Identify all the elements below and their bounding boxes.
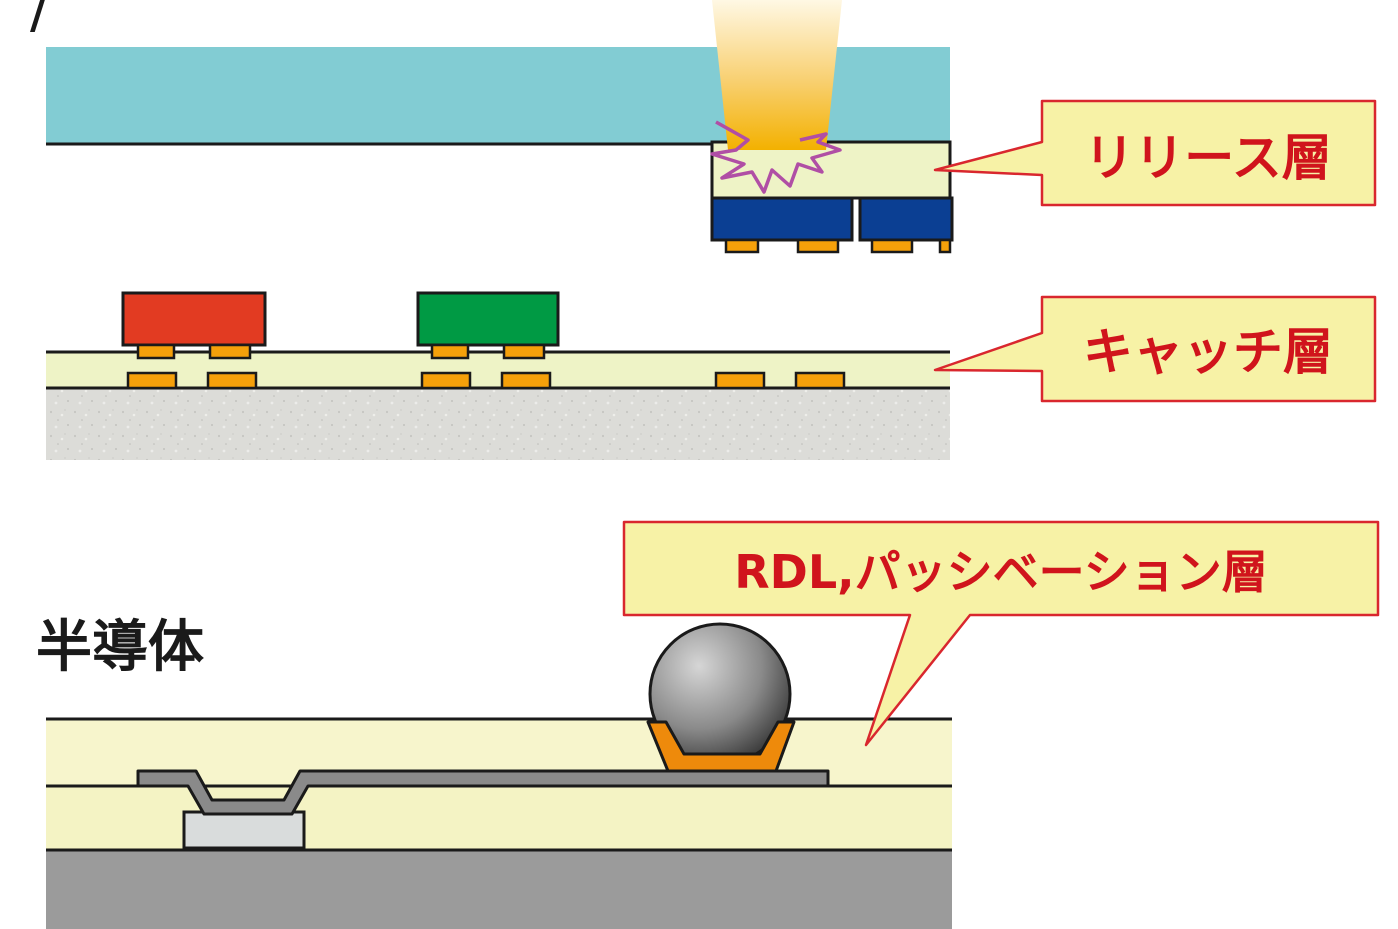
callout-box bbox=[933, 99, 1377, 207]
bump-pad bbox=[136, 343, 176, 360]
bump-pad bbox=[938, 238, 952, 254]
bump-pad bbox=[430, 343, 470, 360]
die-blue-2 bbox=[858, 196, 954, 242]
landing-pad bbox=[500, 371, 552, 390]
semiconductor-section bbox=[46, 622, 952, 929]
landing-pad bbox=[206, 371, 258, 390]
rdl-trace bbox=[136, 769, 830, 816]
release-layer-label: リリース層 bbox=[1084, 129, 1332, 187]
callout-catch-layer: キャッチ層 bbox=[933, 295, 1377, 403]
passivation-lower bbox=[46, 786, 952, 850]
laser-beam bbox=[712, 0, 842, 150]
bump-pad bbox=[870, 238, 914, 254]
corner-mark: / bbox=[30, 0, 47, 39]
catch-layer-section bbox=[46, 291, 950, 460]
silicon-base bbox=[46, 850, 952, 929]
semiconductor-heading: 半導体 bbox=[36, 615, 204, 680]
die-blue-1 bbox=[710, 196, 854, 242]
callout-box bbox=[933, 295, 1377, 403]
catch-layer-label: キャッチ層 bbox=[1083, 323, 1333, 381]
bump-pad bbox=[208, 343, 252, 360]
chip-green bbox=[416, 291, 560, 347]
landing-pad bbox=[126, 371, 178, 390]
release-layer-band bbox=[710, 140, 952, 200]
ubm-pad bbox=[646, 720, 796, 773]
landing-pad bbox=[714, 371, 766, 390]
callout-box bbox=[622, 520, 1380, 747]
bump-pad bbox=[724, 238, 760, 254]
substrate bbox=[46, 388, 950, 460]
bump-pad bbox=[796, 238, 840, 254]
rdl-passivation-label: RDL,パッシベーション層 bbox=[734, 545, 1267, 599]
aluminum-pad bbox=[182, 810, 306, 850]
callout-rdl-passivation: RDL,パッシベーション層 bbox=[622, 520, 1380, 747]
landing-pad bbox=[420, 371, 472, 390]
laser-spark-icon bbox=[710, 120, 842, 194]
laser-release-section bbox=[46, 0, 954, 254]
bump-pad bbox=[502, 343, 546, 360]
chip-red bbox=[121, 291, 267, 347]
callout-release-layer: リリース層 bbox=[933, 99, 1377, 207]
landing-pad bbox=[794, 371, 846, 390]
